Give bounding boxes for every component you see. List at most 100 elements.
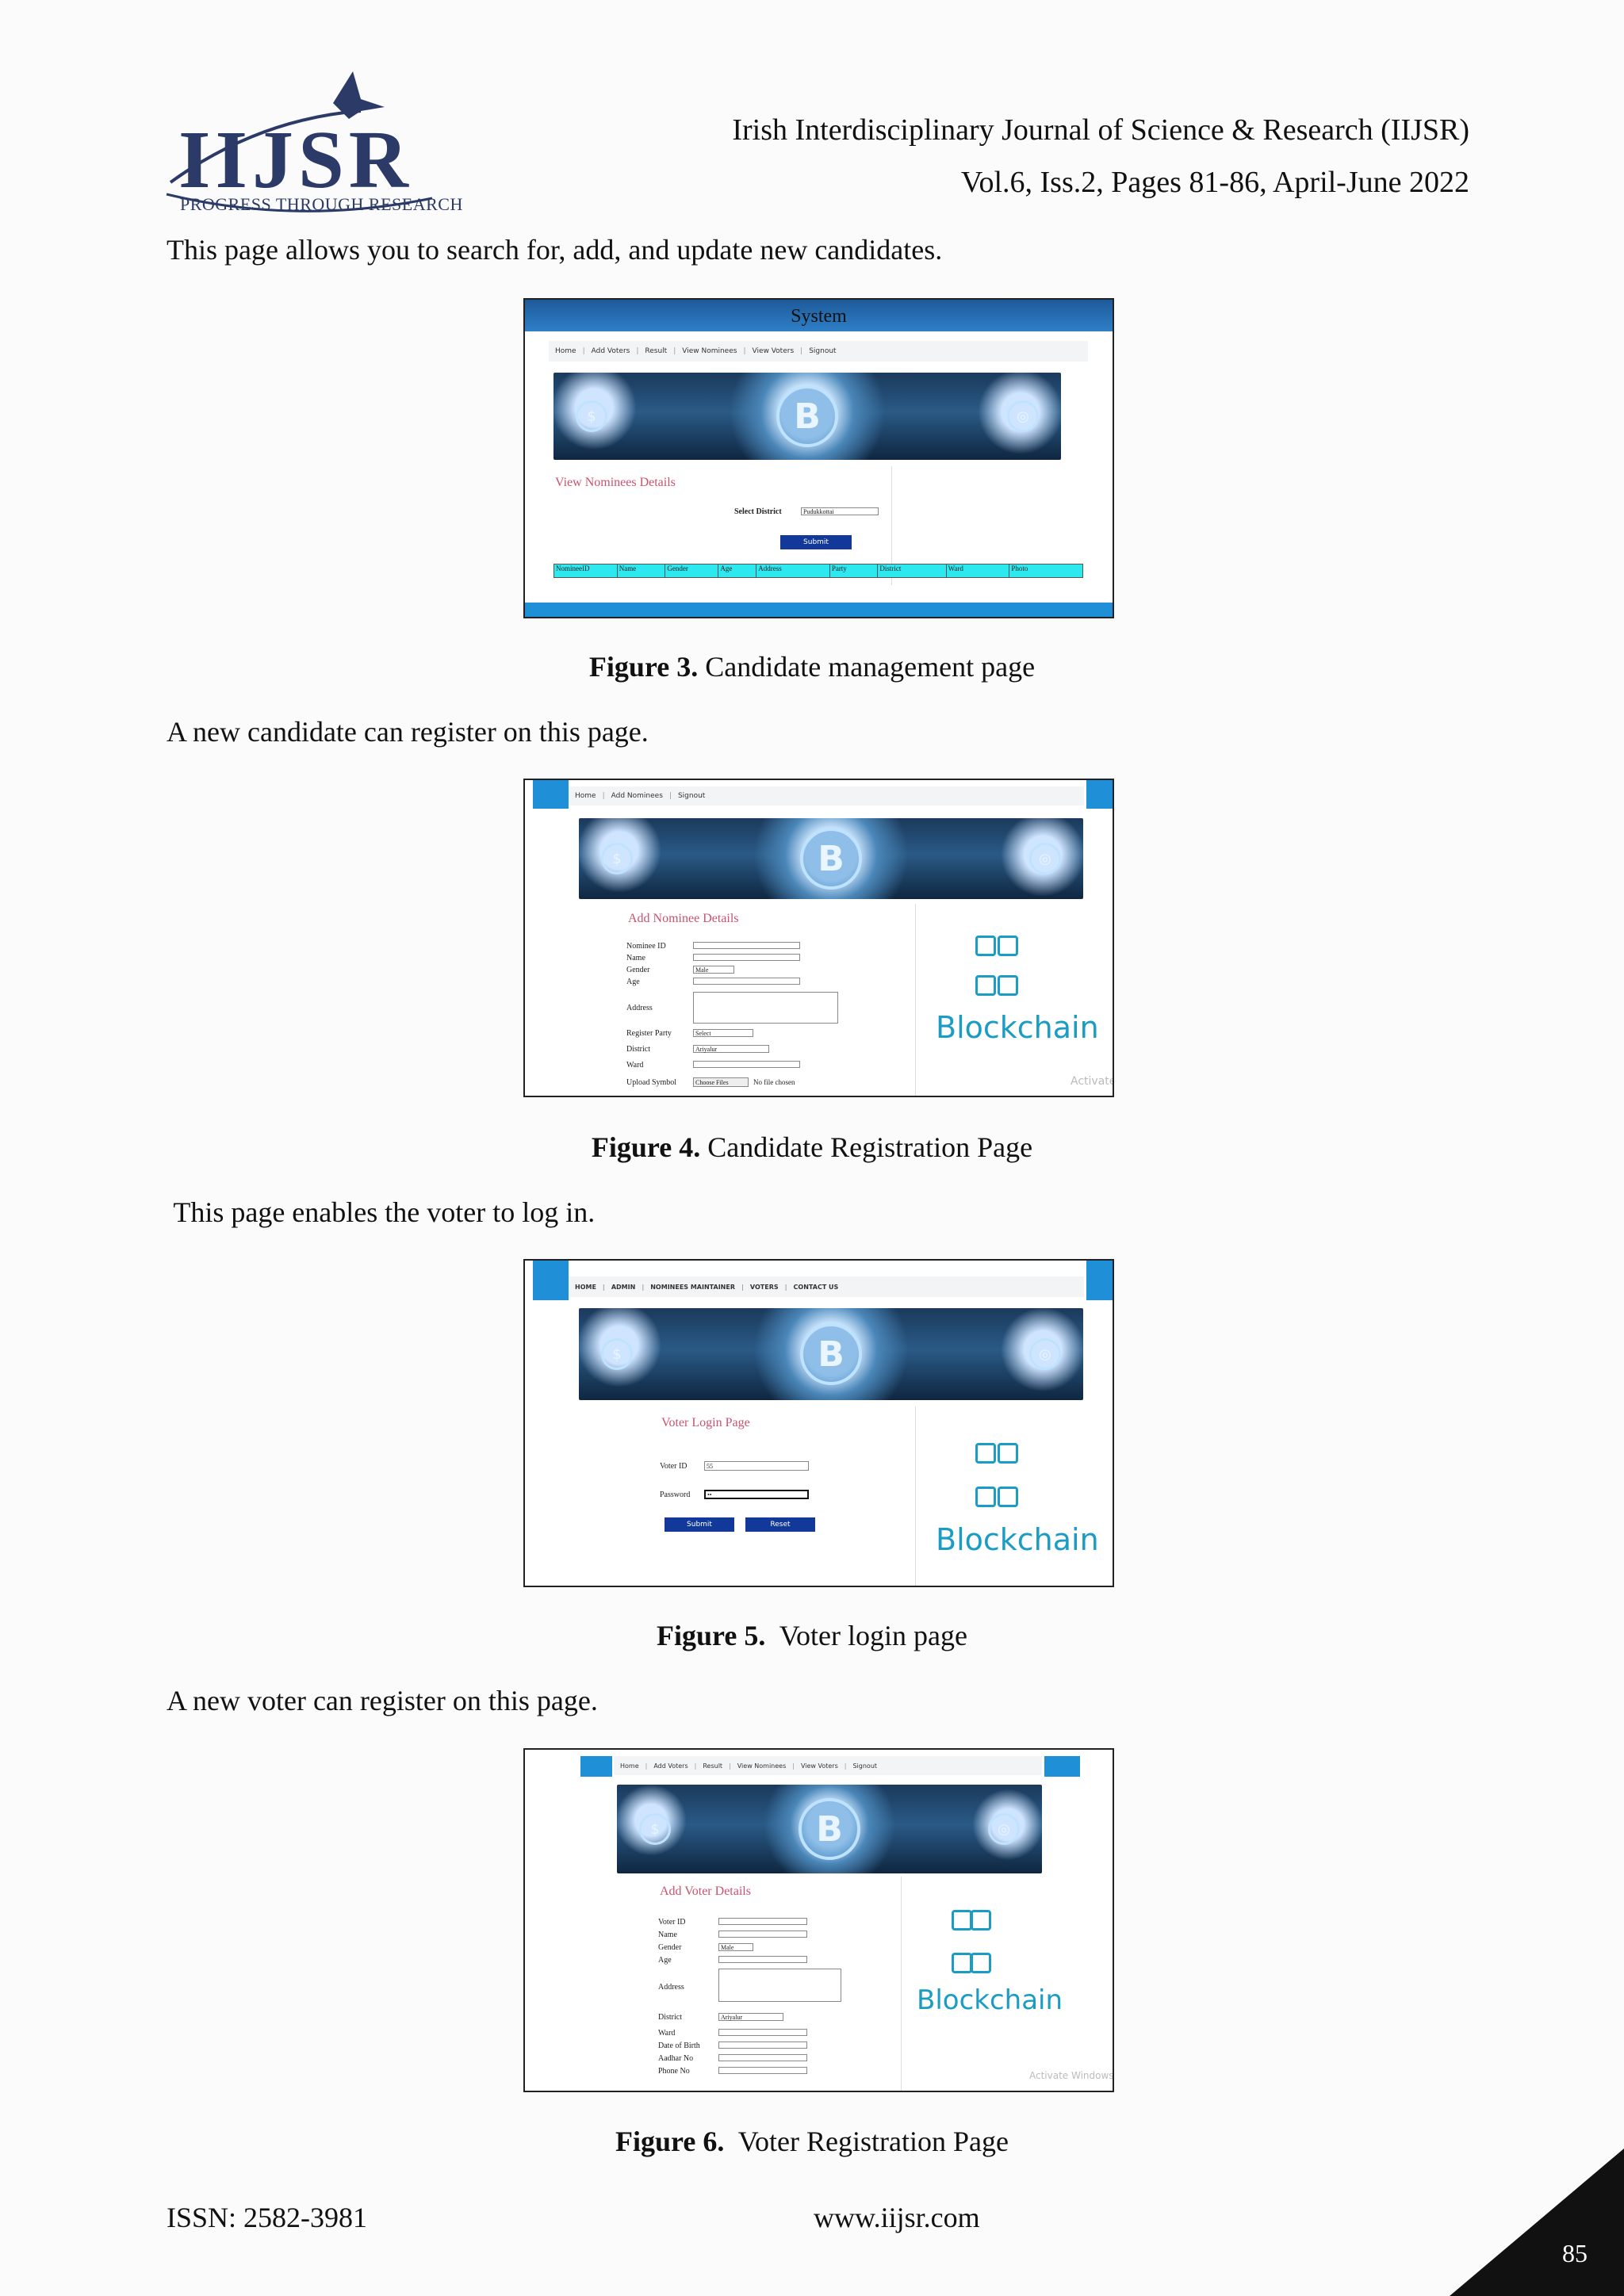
choose-files-button[interactable]: Choose Files (693, 1077, 749, 1087)
bitcoin-icon: B (800, 828, 862, 890)
dollar-icon: $ (601, 1338, 633, 1370)
submit-button[interactable]: Submit (665, 1517, 734, 1532)
view-nominees-heading: View Nominees Details (555, 476, 676, 489)
dollar-icon: $ (576, 400, 607, 432)
name-label: Name (658, 1931, 677, 1939)
voter-id-input[interactable] (718, 1918, 807, 1925)
file-status: No file chosen (753, 1078, 795, 1086)
network-icon: ◎ (1029, 1338, 1061, 1370)
district-select[interactable]: Ariyalur (718, 2013, 783, 2021)
name-input[interactable] (693, 954, 800, 961)
nominee-id-label: Nominee ID (626, 942, 666, 951)
party-select[interactable]: Select (693, 1029, 753, 1037)
bitcoin-icon: B (799, 1798, 860, 1860)
blockchain-banner: B $ ◎ (617, 1785, 1042, 1873)
nav-nominees-maintainer[interactable]: NOMINEES MAINTAINER (650, 1283, 735, 1291)
dob-label: Date of Birth (658, 2042, 700, 2050)
col-age: Age (718, 564, 757, 577)
blockchain-banner: B $ ◎ (579, 818, 1083, 899)
gender-select[interactable]: Male (718, 1943, 753, 1951)
nav-voters[interactable]: VOTERS (749, 1283, 779, 1291)
dollar-icon: $ (639, 1813, 671, 1845)
nominee-id-input[interactable] (693, 942, 800, 949)
blockchain-brand: Blockchain (936, 1522, 1099, 1557)
select-district-label: Select District (734, 507, 782, 516)
name-input[interactable] (718, 1931, 807, 1938)
blockchain-brand: Blockchain (917, 1984, 1063, 2016)
journal-website[interactable]: www.iijsr.com (814, 2202, 980, 2233)
figure-5-text: Voter login page (765, 1620, 967, 1651)
nav-home[interactable]: Home (575, 792, 596, 800)
district-select[interactable]: Ariyalur (693, 1045, 769, 1053)
district-label: District (658, 2013, 682, 2022)
district-select[interactable]: Pudukkottai (801, 507, 879, 515)
nav-home[interactable]: Home (620, 1762, 639, 1770)
voter-id-label: Voter ID (658, 1918, 686, 1927)
nav-view-nominees[interactable]: View Nominees (682, 347, 737, 355)
nominees-table-header: NomineeID Name Gender Age Address Party … (553, 564, 1083, 578)
network-icon: ◎ (1007, 400, 1039, 432)
nav-add-voters[interactable]: Add Voters (653, 1762, 688, 1770)
address-label: Address (626, 1004, 653, 1012)
dollar-icon: $ (601, 843, 633, 874)
blue-corner-left (580, 1756, 612, 1777)
col-party: Party (830, 564, 879, 577)
gender-select[interactable]: Male (693, 966, 734, 974)
nav-add-voters[interactable]: Add Voters (591, 347, 630, 355)
nav-contact-us[interactable]: CONTACT US (793, 1283, 839, 1291)
col-ward: Ward (947, 564, 1010, 577)
figure-6-label: Figure 6. (615, 2126, 725, 2157)
voter-login-heading: Voter Login Page (661, 1416, 750, 1429)
age-input[interactable] (693, 978, 800, 985)
nav-view-voters[interactable]: View Voters (800, 1762, 838, 1770)
nav-add-nominees[interactable]: Add Nominees (611, 792, 663, 800)
voter-id-label: Voter ID (660, 1462, 688, 1471)
col-address: Address (756, 564, 830, 577)
blockchain-brand: Blockchain (936, 1010, 1099, 1045)
figure-5-caption: Figure 5. Voter login page (0, 1619, 1624, 1652)
blockchain-banner: B $ ◎ (553, 373, 1061, 460)
dob-input[interactable] (718, 2042, 807, 2049)
aadhar-input[interactable] (718, 2054, 807, 2061)
reset-button[interactable]: Reset (745, 1517, 815, 1532)
password-label: Password (660, 1490, 691, 1499)
voter-id-input[interactable]: 55 (704, 1461, 809, 1471)
nav-signout[interactable]: Signout (852, 1762, 878, 1770)
figure-6-text: Voter Registration Page (724, 2126, 1009, 2157)
ward-input[interactable] (718, 2029, 807, 2036)
nav-view-nominees[interactable]: View Nominees (737, 1762, 787, 1770)
issn: ISSN: 2582-3981 (167, 2202, 368, 2233)
figure-6-screenshot: Home| Add Voters| Result| View Nominees|… (523, 1748, 1114, 2092)
blue-corner-left (533, 780, 569, 809)
aadhar-label: Aadhar No (658, 2054, 694, 2063)
logo-text: IIJSR (178, 114, 413, 205)
col-gender: Gender (665, 564, 719, 577)
figure-5-screenshot: HOME| ADMIN| NOMINEES MAINTAINER| VOTERS… (523, 1259, 1114, 1587)
nav-result[interactable]: Result (703, 1762, 723, 1770)
submit-button[interactable]: Submit (780, 535, 852, 549)
age-input[interactable] (718, 1956, 807, 1963)
ward-input[interactable] (693, 1061, 800, 1068)
chain-icon (975, 1443, 1039, 1514)
blue-corner-right (1044, 1756, 1080, 1777)
nav-result[interactable]: Result (645, 347, 668, 355)
col-photo: Photo (1011, 564, 1028, 572)
nav-home[interactable]: HOME (575, 1283, 596, 1291)
figure-3-text: Candidate management page (698, 651, 1036, 683)
address-textarea[interactable] (718, 1969, 841, 2002)
network-icon: ◎ (1029, 843, 1061, 874)
nav-admin[interactable]: ADMIN (611, 1283, 636, 1291)
journal-logo: IIJSR PROGRESS THROUGH RESEARCH (163, 63, 462, 218)
nav-view-voters[interactable]: View Voters (752, 347, 795, 355)
address-textarea[interactable] (693, 992, 838, 1024)
app-title-bar (525, 300, 1113, 331)
paragraph-3: This page enables the voter to log in. (167, 1196, 596, 1228)
phone-input[interactable] (718, 2067, 807, 2074)
nav-home[interactable]: Home (555, 347, 576, 355)
nav-signout[interactable]: Signout (677, 792, 706, 800)
col-nominee-id: NomineeID (554, 564, 618, 577)
blue-corner-right (1086, 780, 1113, 809)
chain-icon (975, 936, 1039, 1007)
password-input[interactable]: •• (704, 1490, 809, 1499)
nav-signout[interactable]: Signout (809, 347, 837, 355)
